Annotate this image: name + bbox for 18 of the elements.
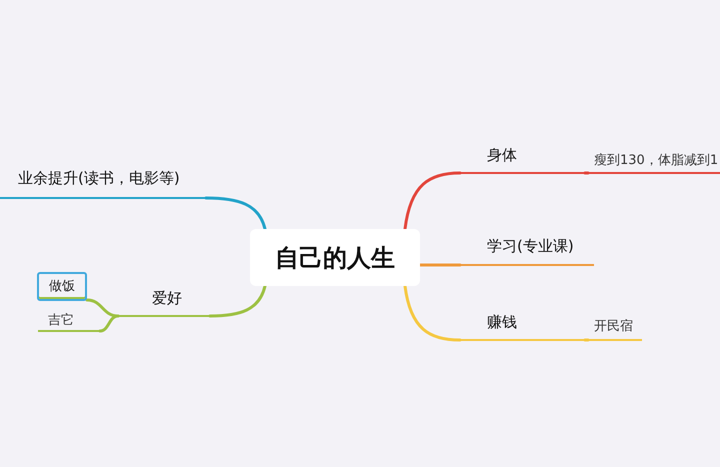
selected-subtopic: 做饭: [37, 272, 87, 301]
branch-line: [584, 172, 590, 174]
subtopic: 开民宿: [588, 314, 642, 341]
main-topic: 爱好: [118, 282, 210, 317]
branch-line: [98, 314, 120, 332]
branch-line: [208, 284, 266, 318]
branch-line: [404, 172, 462, 230]
main-topic: 学习(专业课): [460, 232, 594, 266]
branch-line: [204, 196, 266, 230]
main-topic: 身体: [460, 142, 585, 174]
main-topic: 业余提升(读书，电影等): [0, 162, 206, 199]
branch-line: [584, 338, 590, 342]
subtopic: 吉它: [38, 308, 100, 332]
subtopic: 瘦到130，体脂减到1: [588, 150, 720, 174]
main-topic: 赚钱: [460, 306, 585, 341]
branch-line: [404, 284, 462, 342]
branch-line: [418, 264, 462, 266]
central-topic: 自己的人生: [250, 229, 420, 286]
